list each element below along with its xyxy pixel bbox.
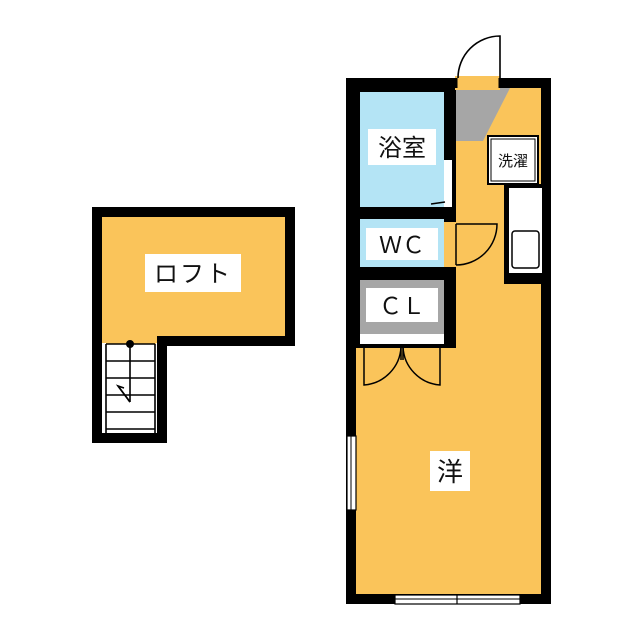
loft: ロフト: [92, 207, 295, 443]
wc-label: ＷＣ: [379, 233, 425, 259]
washer-space: [487, 135, 539, 185]
bath-door: [430, 201, 446, 205]
loft-label-bg: [145, 254, 241, 292]
closet-front: [360, 334, 444, 344]
front-door-opening: [455, 76, 500, 90]
bath-label-bg: [368, 129, 436, 165]
kitchen-sink: [511, 230, 540, 269]
loft-stairs: [105, 343, 156, 433]
loft-label: ロフト: [154, 260, 232, 288]
western-room-label-bg: [430, 451, 470, 491]
washer-inner: [490, 138, 536, 182]
bath-entry-strip: [444, 160, 452, 207]
front-door-swing: [457, 35, 501, 79]
main-unit: 洗濯 浴室 ＷＣ ＣＬ 洋: [346, 35, 551, 605]
wc-label-bg: [366, 228, 438, 260]
bath-label: 浴室: [378, 134, 426, 162]
closet-doors: [363, 346, 441, 386]
washer-label: 洗濯: [498, 152, 528, 170]
stair-landing: [106, 336, 156, 344]
stair-marker: [126, 340, 134, 348]
western-room-label: 洋: [437, 458, 463, 488]
closet-label-bg: [366, 288, 438, 322]
closet-label: ＣＬ: [379, 294, 425, 320]
wc-door-opening: [444, 222, 456, 267]
entrance: [455, 88, 510, 141]
wc-door-swing: [455, 223, 498, 266]
